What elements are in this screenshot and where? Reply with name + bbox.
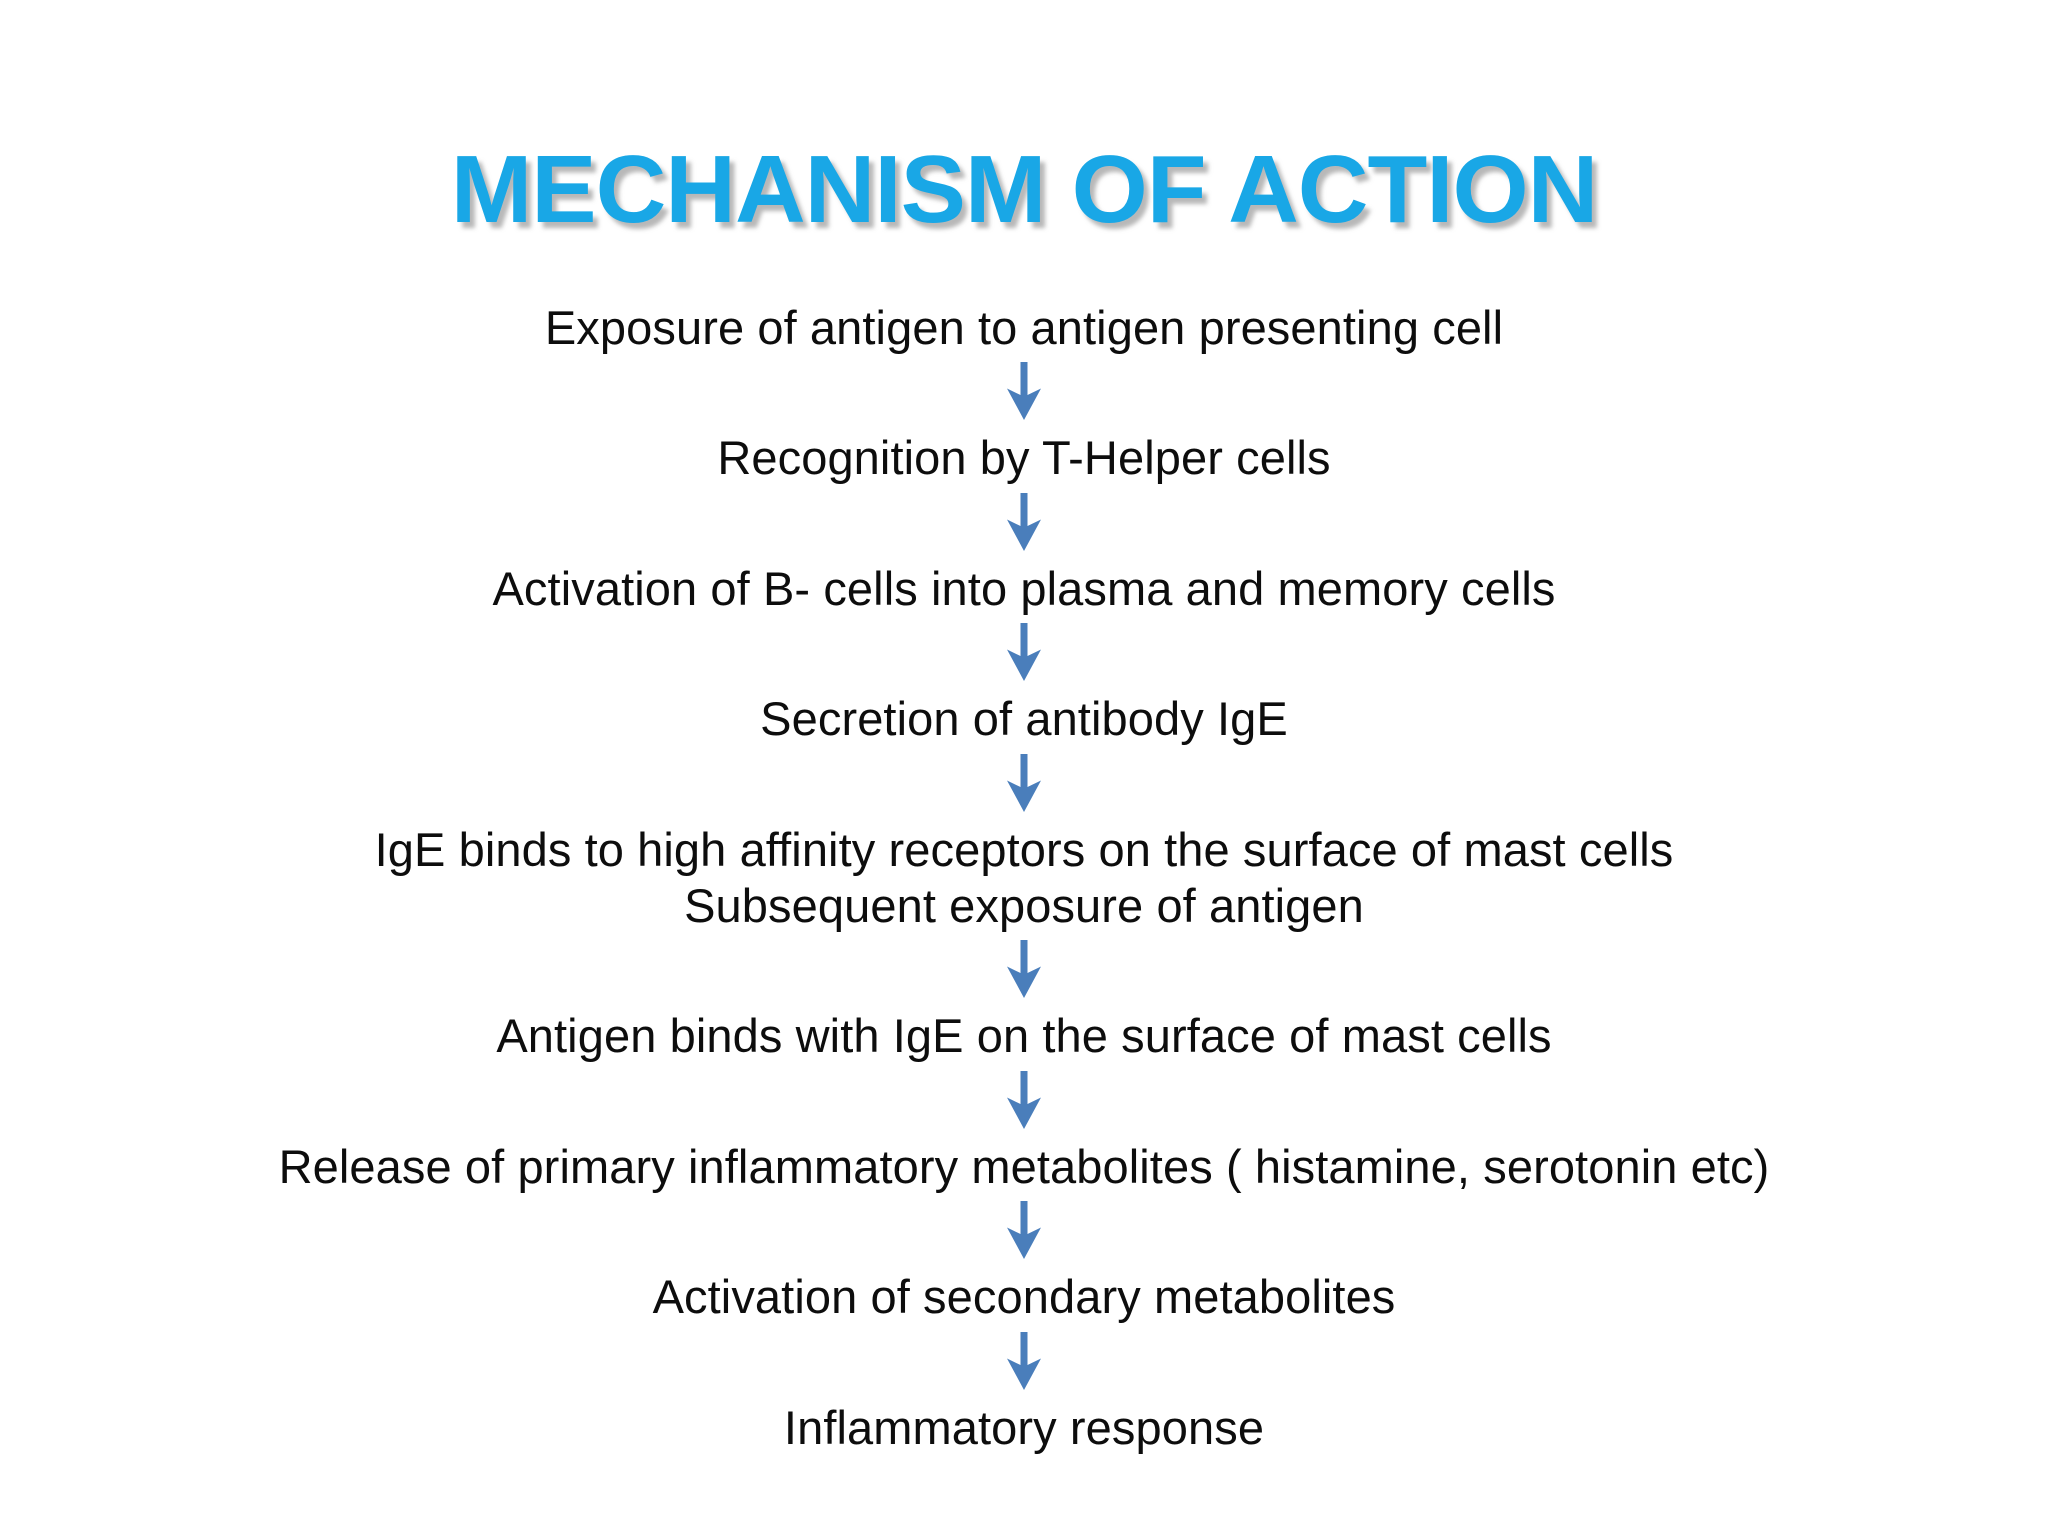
down-arrow-icon	[1001, 940, 1047, 1002]
flow-step: Antigen binds with IgE on the surface of…	[496, 1008, 1551, 1064]
flow-step: Activation of secondary metabolites	[653, 1269, 1396, 1325]
down-arrow-icon	[1001, 1070, 1047, 1133]
flow-step-line: Activation of secondary metabolites	[652, 1270, 1396, 1324]
flow-step-line: Activation of B- cells into plasma and m…	[492, 561, 1556, 615]
page-title-container: MECHANISM OF ACTION	[0, 78, 2048, 303]
down-arrow-icon	[1001, 492, 1047, 555]
down-arrow-icon	[1001, 362, 1047, 424]
down-arrow-icon	[1001, 1201, 1047, 1263]
flow-step: Exposure of antigen to antigen presentin…	[545, 300, 1503, 356]
flow-step-line: Antigen binds with IgE on the surface of…	[496, 1009, 1552, 1063]
down-arrow-icon	[1001, 1331, 1047, 1394]
mechanism-flow-diagram: Exposure of antigen to antigen presentin…	[0, 300, 2048, 1456]
down-arrow-icon	[1001, 623, 1047, 685]
flow-step: Recognition by T-Helper cells	[717, 430, 1330, 486]
flow-step: Secretion of antibody IgE	[760, 691, 1288, 747]
flow-step-line: Subsequent exposure of antigen	[684, 878, 1364, 932]
flow-step-line: Recognition by T-Helper cells	[717, 431, 1331, 485]
flow-step: Activation of B- cells into plasma and m…	[492, 561, 1555, 617]
down-arrow-icon	[1001, 753, 1047, 816]
flow-step: IgE binds to high affinity receptors on …	[375, 822, 1674, 935]
flow-step-line: Exposure of antigen to antigen presentin…	[544, 301, 1504, 354]
flow-step-line: IgE binds to high affinity receptors on …	[374, 822, 1674, 876]
flow-step-line: Inflammatory response	[783, 1400, 1265, 1454]
page-title: MECHANISM OF ACTION	[450, 136, 1599, 244]
flow-step: Inflammatory response	[784, 1400, 1264, 1456]
flow-step-line: Secretion of antibody IgE	[760, 692, 1288, 746]
flow-step-line: Release of primary inflammatory metaboli…	[278, 1139, 1770, 1193]
flow-step: Release of primary inflammatory metaboli…	[279, 1139, 1770, 1195]
